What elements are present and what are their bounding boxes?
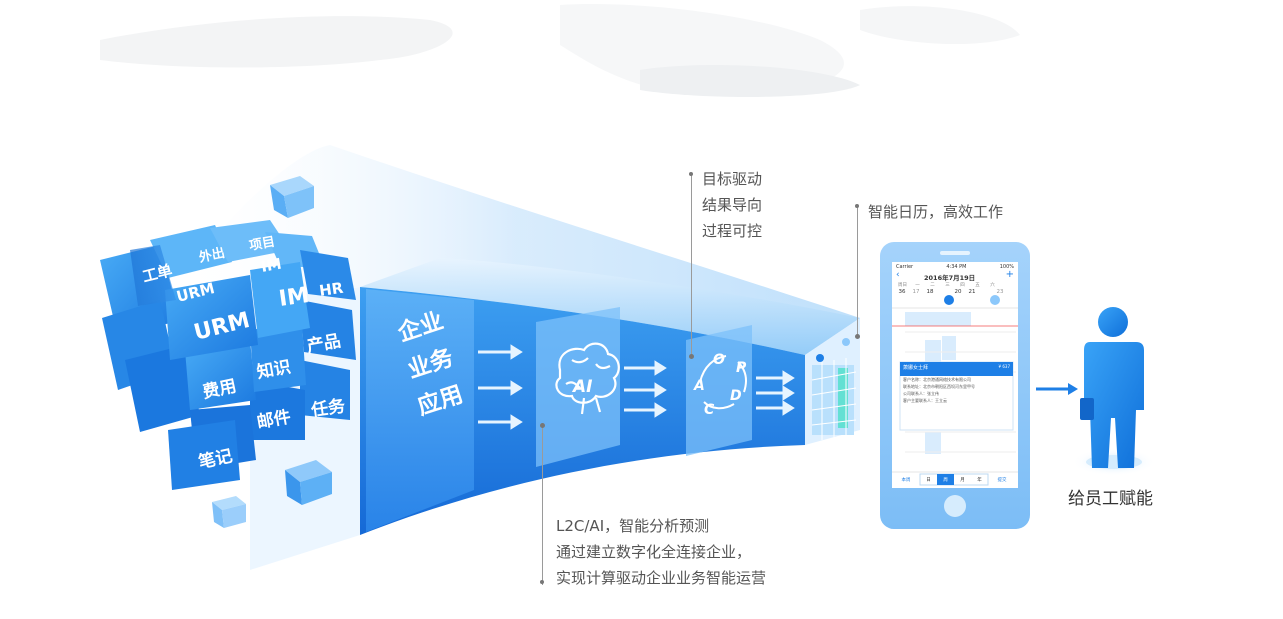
popup-row: 客户名称：北京港通网络技术有限公司 [903,377,971,382]
arrows-group-1 [478,344,523,430]
ai-annotation: L2C/AI，智能分析预测 通过建立数字化全连接企业， 实现计算驱动企业业务智能… [556,513,766,591]
popup-row: 客户主要联系人：王立云 [903,398,947,403]
ai-annotation-dot [540,423,545,428]
phone-event-popup[interactable]: 萧娜女士拜 ¥ 637 客户名称：北京港通网络技术有限公司 联系地址：北京市朝阳… [900,362,1013,430]
weekday-label: 四 [960,283,965,288]
pdca-letter-o: O [713,352,725,368]
app-cube-cluster [100,176,356,528]
weekday-label: 周日 [898,283,907,288]
phone-daynum-row: 36 17 18 19 20 21 22 23 [892,288,1018,296]
pdca-letter-p: P [736,360,747,376]
ai-line-3: 实现计算驱动企业业务智能运营 [556,569,767,587]
goal-line-1: 目标驱动 [702,170,763,188]
cube-label-renwu: 任务 [309,395,348,421]
goal-annotation-dot [689,354,694,359]
day-number[interactable]: 23 [996,289,1004,295]
ai-label: AI [571,377,592,397]
phone-time: 4:34 PM [946,264,967,270]
ai-annotation-line [542,425,543,585]
arrow-to-employee [1036,383,1078,395]
pdca-cycle-icon [699,355,747,410]
phone-battery: 100% [999,264,1014,270]
tab-year[interactable]: 年 [977,478,982,483]
phone-mockup [880,242,1030,529]
goal-line-2: 结果导向 [702,196,763,214]
phone-date-title: 2016年7月19日 [924,274,976,282]
phone-screen-texts: Carrier 4:34 PM 100% ‹ 2016年7月19日 + 周日 一… [892,262,1018,488]
weekday-label: 五 [975,283,980,288]
footer-submit[interactable]: 提交 [997,478,1007,483]
tab-month[interactable]: 月 [960,478,965,483]
pdca-letters: O P D C A [693,352,747,418]
ai-line-2: 通过建立数字化全连接企业， [556,543,752,561]
tunnel-end-grid [805,318,860,445]
cube-label-xiangmu: 项目 [248,235,276,254]
pdca-letter-c: C [704,402,715,418]
arrows-group-2 [624,360,667,418]
brain-ai-icon [555,342,620,415]
phone-back-icon[interactable]: ‹ [896,270,900,280]
cube-label-waichu: 外出 [197,245,227,266]
weekday-label: 三 [945,283,950,288]
phone-carrier: Carrier [896,264,914,270]
panel-enterprise [366,289,474,532]
goal-annotation-line [691,174,692,356]
cube-label-im: IM [277,283,310,312]
enterprise-app-label: 企业 业务 应用 [394,307,467,420]
pdca-letter-a: A [693,378,705,394]
week-number: 36 [898,289,906,295]
tab-week[interactable]: 周 [943,478,948,483]
calendar-annotation-line [857,206,858,336]
background-brush-strokes [100,4,1020,97]
calendar-annotation: 智能日历，高效工作 [868,203,1004,221]
phone-status-bar: Carrier 4:34 PM 100% [892,262,1018,270]
day-number[interactable]: 22 [982,289,990,295]
phone-add-icon[interactable]: + [1005,269,1014,280]
footer-this-week[interactable]: 本周 [901,478,911,483]
panel-pdca [686,325,752,456]
day-number[interactable]: 17 [912,289,920,295]
weekday-label: 六 [990,283,995,288]
calendar-annotation-top-dot [855,204,859,208]
popup-tag: ¥ 637 [998,364,1010,369]
calendar-annotation-dot [855,334,860,339]
ai-annotation-bottom-dot [540,580,544,584]
goal-annotation-top-dot [689,172,693,176]
popup-row: 联系地址：北京市朝阳区西坝河东里甲号 [903,384,975,389]
weekday-label: 一 [915,283,920,288]
ai-line-1: L2C/AI，智能分析预测 [556,517,710,535]
goal-line-3: 过程可控 [702,222,763,240]
popup-title: 萧娜女士拜 [903,365,929,371]
phone-tab-bar: 本周 日 周 月 年 提交 [892,474,1018,486]
arrows-group-3 [756,370,795,416]
phone-weekday-row: 周日 一 二 三 四 五 六 [892,282,1018,288]
goal-annotation: 目标驱动 结果导向 过程可控 [702,166,762,244]
weekday-label: 二 [930,283,935,288]
cube-label-im-small: IM [260,255,283,276]
day-number[interactable]: 20 [954,289,962,295]
popup-row: 公司联系人：张立伟 [903,391,939,396]
pdca-letter-d: D [730,388,742,404]
tab-day[interactable]: 日 [926,478,931,483]
day-number[interactable]: 21 [968,289,976,295]
cube-label-hr: HR [318,279,345,300]
day-number-selected[interactable]: 19 [940,289,948,295]
day-number[interactable]: 18 [926,289,934,295]
employee-figure-icon [1072,307,1156,476]
employee-label: 给员工赋能 [1068,489,1153,509]
